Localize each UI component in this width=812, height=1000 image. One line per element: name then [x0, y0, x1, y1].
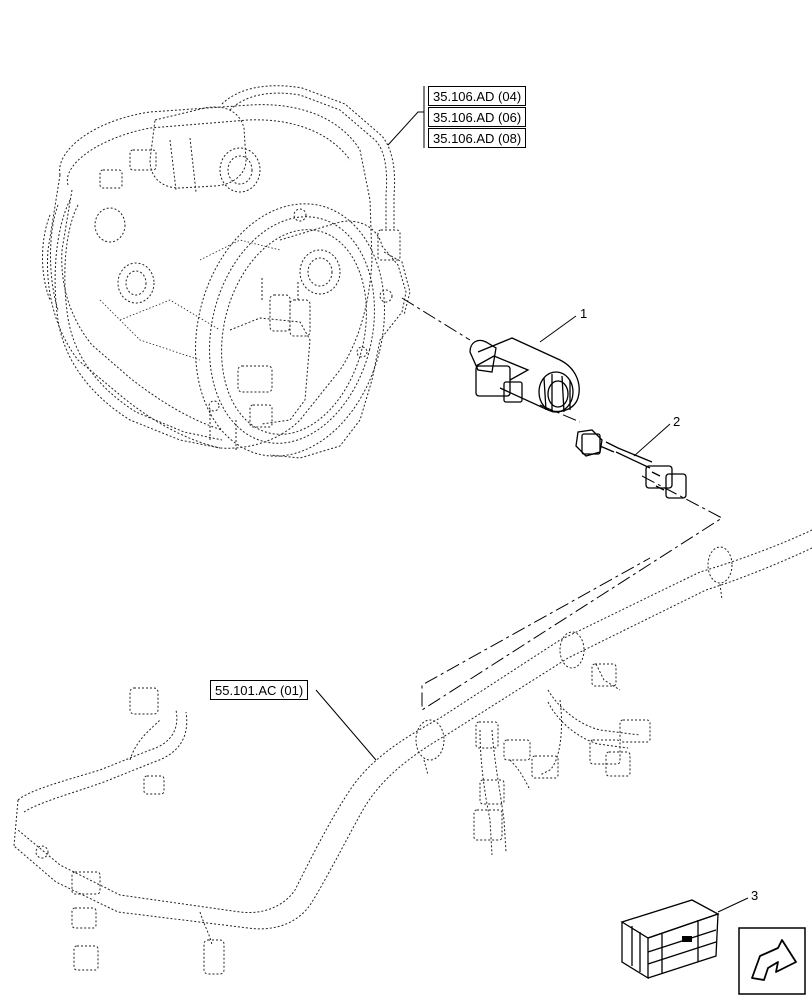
crate-icon: [620, 899, 720, 980]
leader-line-top: [387, 86, 425, 148]
reference-link-35-106-ad-08[interactable]: 35.106.AD (08): [428, 128, 527, 148]
wiring-harness: [13, 529, 812, 975]
reference-link-55-101-ac-01[interactable]: 55.101.AC (01): [210, 680, 309, 700]
transmission-housing: [42, 85, 411, 459]
reference-link-35-106-ad-04[interactable]: 35.106.AD (04): [428, 86, 527, 106]
return-navigation-button[interactable]: [739, 928, 805, 994]
phantom-route-line: [401, 297, 723, 711]
return-arrow-icon: [738, 927, 806, 995]
leader-line-harness: [315, 689, 377, 761]
callout-3: 3: [751, 888, 759, 903]
connector-cable: [575, 429, 687, 499]
leader-line-3: [717, 897, 749, 913]
leader-line-2: [633, 423, 671, 457]
callout-2: 2: [673, 414, 681, 429]
solenoid-valve: [469, 337, 580, 413]
leader-line-1: [539, 315, 577, 343]
reference-link-35-106-ad-06[interactable]: 35.106.AD (06): [428, 107, 527, 127]
callout-1: 1: [580, 306, 588, 321]
